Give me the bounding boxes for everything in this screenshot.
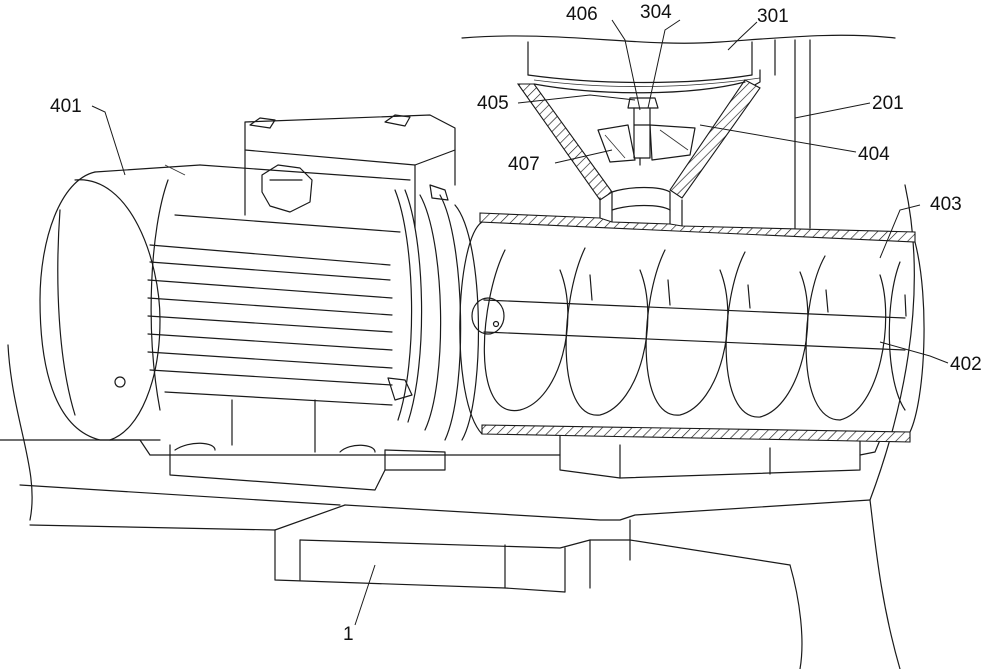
motor-feet <box>169 399 446 491</box>
label-405: 405 <box>477 93 509 114</box>
feed-funnel <box>516 79 761 227</box>
label-401: 401 <box>50 96 82 117</box>
barrel-403 <box>459 212 925 443</box>
label-404: 404 <box>858 144 890 165</box>
label-402: 402 <box>950 354 982 375</box>
label-403: 403 <box>930 194 962 215</box>
barrel-support <box>559 431 881 479</box>
terminal-box <box>244 114 456 229</box>
label-407: 407 <box>508 154 540 175</box>
label-201: 201 <box>872 93 904 114</box>
label-406: 406 <box>566 4 598 25</box>
motor-401 <box>39 164 479 441</box>
column-201 <box>774 39 811 229</box>
screw-402 <box>471 247 907 421</box>
leader-lines <box>91 19 949 626</box>
agitator-304 <box>597 97 696 166</box>
label-1: 1 <box>343 624 354 645</box>
label-304: 304 <box>640 2 672 23</box>
reference-labels: 406 304 301 405 201 401 407 404 403 402 … <box>50 2 982 645</box>
label-301: 301 <box>757 6 789 27</box>
base-frame <box>0 184 915 669</box>
